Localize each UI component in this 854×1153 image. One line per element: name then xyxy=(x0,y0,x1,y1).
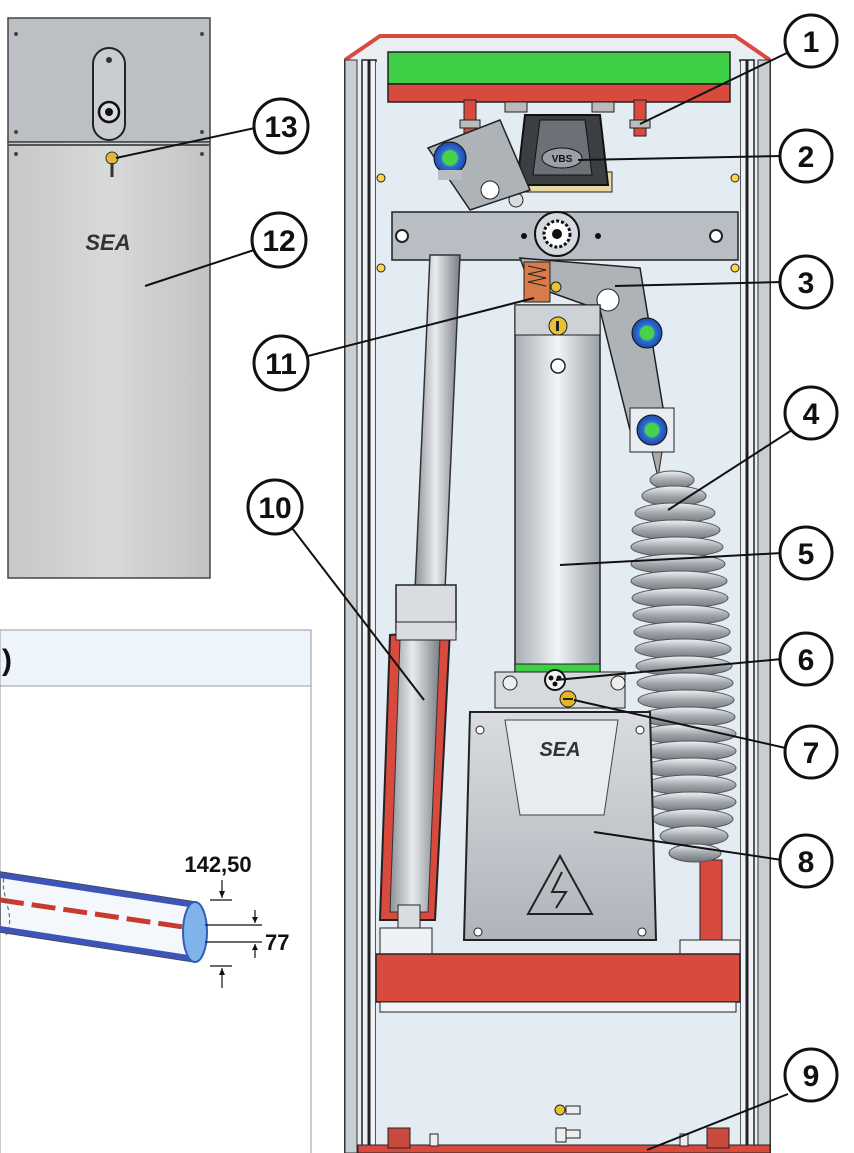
callout-7: 7 xyxy=(783,724,839,780)
open-cabinet: VBS xyxy=(343,34,772,1153)
callout-number: 12 xyxy=(262,225,295,258)
piston-tube xyxy=(378,254,461,1003)
callout-number: 5 xyxy=(798,538,815,571)
callout-number: 6 xyxy=(798,644,815,677)
control-box-logo: SEA xyxy=(539,739,580,761)
cabinet-logo: SEA xyxy=(85,230,130,255)
beam-inset-panel: ) 142,50 77 xyxy=(0,629,312,1153)
control-box: SEA xyxy=(462,711,658,941)
callout-number: 7 xyxy=(803,737,820,770)
dimension-width: 77 xyxy=(205,910,289,958)
top-crossbar xyxy=(387,51,731,103)
dimension-height: 142,50 xyxy=(184,852,252,988)
callout-11: 11 xyxy=(252,334,310,392)
callout-13: 13 xyxy=(252,97,310,155)
bottom-crossbar xyxy=(375,953,741,1013)
callout-number: 8 xyxy=(798,846,815,879)
motor-base xyxy=(494,669,626,709)
callout-6: 6 xyxy=(778,631,834,687)
callout-number: 13 xyxy=(264,111,297,144)
callout-number: 11 xyxy=(265,348,297,381)
balancing-spring xyxy=(630,451,741,1003)
callout-10: 10 xyxy=(246,478,304,536)
motor-body xyxy=(514,304,601,677)
callout-number: 10 xyxy=(258,492,291,525)
base-plate xyxy=(357,1104,771,1153)
pressure-valve xyxy=(523,261,562,303)
left-lever xyxy=(426,119,532,211)
callout-4: 4 xyxy=(783,385,839,441)
motor-badge: VBS xyxy=(552,154,573,165)
callouts: 1 2 3 4 5 6 7 8 9 10 11 12 13 xyxy=(246,13,839,1103)
callout-5: 5 xyxy=(778,525,834,581)
cross-plate xyxy=(376,173,740,273)
dimension-height-label: 142,50 xyxy=(184,852,251,877)
callout-number: 3 xyxy=(798,267,815,300)
motor-head: VBS xyxy=(508,114,613,208)
callout-2: 2 xyxy=(778,128,834,184)
dimension-width-label: 77 xyxy=(265,930,289,955)
callout-8: 8 xyxy=(778,833,834,889)
callout-3: 3 xyxy=(778,254,834,310)
callout-number: 9 xyxy=(803,1060,820,1093)
callout-9: 9 xyxy=(783,1047,839,1103)
beam-section xyxy=(0,871,208,963)
closed-cabinet: SEA xyxy=(7,17,211,579)
leader-lines xyxy=(115,49,794,1151)
callout-number: 2 xyxy=(798,141,815,174)
inset-header-label: ) xyxy=(2,644,12,677)
callout-number: 4 xyxy=(803,398,820,431)
callout-12: 12 xyxy=(250,211,308,269)
callout-number: 1 xyxy=(803,26,820,59)
callout-1: 1 xyxy=(783,13,839,69)
